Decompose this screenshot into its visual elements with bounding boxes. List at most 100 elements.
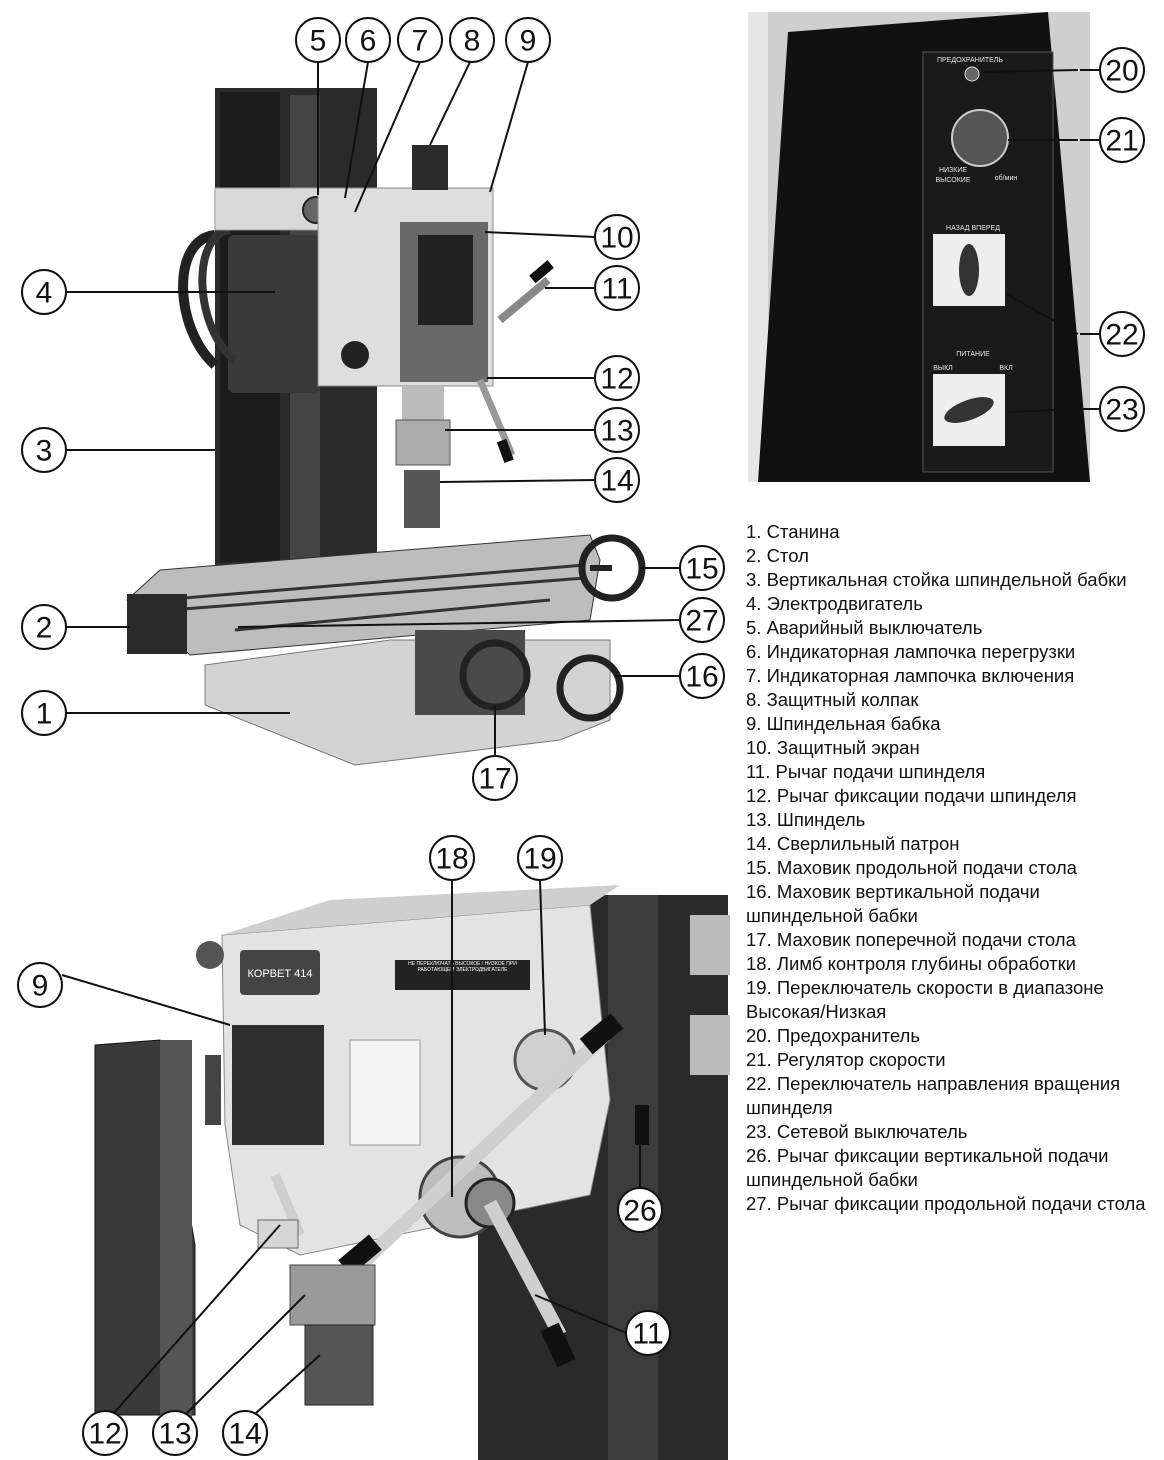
direction-label: НАЗАД ВПЕРЕД [946,225,1000,232]
svg-text:2: 2 [36,612,53,645]
svg-text:18: 18 [435,843,468,876]
speed-low-label: НИЗКИЕ [939,167,967,174]
callout-13-head: 13 [152,1410,198,1456]
legend-item: 3. Вертикальная стойка шпиндельной бабки [746,569,1127,590]
svg-text:14: 14 [228,1418,261,1451]
callout-14-head: 14 [222,1410,268,1456]
power-on-label: ВКЛ [999,365,1013,372]
legend-item: 20. Предохранитель [746,1025,920,1046]
legend-item: 15. Маховик продольной подачи стола [746,857,1077,878]
callout-23: 23 [1099,386,1145,432]
info-plate-shape [232,1025,324,1145]
callout-11: 11 [594,265,640,311]
callout-22: 22 [1099,311,1145,357]
svg-text:9: 9 [520,25,537,58]
machine-photo: 5 6 7 8 9 10 4 11 12 3 13 14 15 2 27 16 … [0,0,740,830]
svg-text:7: 7 [412,25,429,58]
legend-item: 23. Сетевой выключатель [746,1121,968,1142]
legend-item: 1. Станина [746,521,840,542]
callout-2: 2 [21,604,67,650]
svg-text:26: 26 [623,1195,656,1228]
callout-10: 10 [594,214,640,260]
svg-text:21: 21 [1105,125,1138,158]
callout-19: 19 [517,835,563,881]
speed-knob-shape [951,109,1009,167]
motor-shape [228,235,320,393]
callout-11-head: 11 [625,1310,671,1356]
legend-item: 14. Сверлильный патрон [746,833,960,854]
callout-3: 3 [21,427,67,473]
fuse-shape [964,66,980,82]
svg-text:17: 17 [478,763,511,796]
base-shape [204,639,611,766]
legend-item: 27. Рычаг фиксации продольной подачи сто… [746,1193,1146,1214]
svg-text:15: 15 [685,553,718,586]
svg-text:13: 13 [600,415,633,448]
control-panel-photo: ПРЕДОХРАНИТЕЛЬ НИЗКИЕ ВЫСОКИЕ об/мин НАЗ… [748,12,1090,482]
svg-text:3: 3 [36,435,53,468]
legend-item: 19. Переключатель скорости в диапазоне В… [746,977,1104,1022]
svg-text:22: 22 [1105,319,1138,352]
legend-item: 6. Индикаторная лампочка перегрузки [746,641,1076,662]
svg-text:19: 19 [523,843,556,876]
svg-text:20: 20 [1105,55,1138,88]
warning-label: НЕ ПЕРЕКЛЮЧАТЬ ВЫСОКОЕ / НИЗКОЕ ПРИ РАБО… [408,961,517,973]
legend-item: 9. Шпиндельная бабка [746,713,941,734]
legend-item: 11. Рычаг подачи шпинделя [746,761,986,782]
callout-12-head: 12 [82,1410,128,1456]
svg-text:11: 11 [632,1318,663,1351]
legend-item: 12. Рычаг фиксации подачи шпинделя [746,785,1077,806]
callout-5: 5 [295,17,341,63]
svg-text:10: 10 [600,222,633,255]
speed-high-label: ВЫСОКИЕ [936,177,971,184]
callout-9-head: 9 [17,962,63,1008]
speed-unit-label: об/мин [995,174,1018,182]
svg-text:11: 11 [601,273,632,306]
svg-text:12: 12 [600,363,633,396]
svg-text:23: 23 [1105,394,1138,427]
svg-text:4: 4 [36,277,53,310]
legend-item: 16. Маховик вертикальной подачи шпиндель… [746,881,1040,926]
callout-15: 15 [679,545,725,591]
svg-text:5: 5 [310,25,327,58]
callout-4: 4 [21,269,67,315]
legend-item: 17. Маховик поперечной подачи стола [746,929,1076,950]
callout-16: 16 [679,653,725,699]
svg-text:12: 12 [88,1418,121,1451]
callout-12: 12 [594,355,640,401]
svg-text:8: 8 [464,25,481,58]
legend-item: 21. Регулятор скорости [746,1049,946,1070]
callout-18: 18 [429,835,475,881]
callout-8: 8 [449,17,495,63]
svg-text:14: 14 [600,465,633,498]
callout-17: 17 [472,755,518,801]
callout-21: 21 [1099,117,1145,163]
panel-callouts: 20 21 22 23 [1080,47,1145,432]
legend-item: 8. Защитный колпак [746,689,919,710]
svg-text:16: 16 [685,661,718,694]
legend-item: 7. Индикаторная лампочка включения [746,665,1075,686]
legend-item: 10. Защитный экран [746,737,920,758]
callout-20: 20 [1099,47,1145,93]
brand-label: КОРВЕТ 414 [248,968,313,980]
svg-text:6: 6 [360,25,377,58]
legend-item: 18. Лимб контроля глубины обработки [746,953,1077,974]
callout-27: 27 [679,597,725,643]
handwheel-16-shape [556,654,624,722]
callout-26: 26 [617,1187,663,1233]
legend-item: 2. Стол [746,545,809,566]
spindle-head-photo: КОРВЕТ 414 НЕ ПЕРЕКЛЮЧАТЬ ВЫСОКОЕ / НИЗК… [0,825,740,1460]
legend-item: 22. Переключатель направления вращения ш… [746,1073,1121,1118]
power-label: ПИТАНИЕ [956,351,990,358]
callout-7: 7 [397,17,443,63]
power-off-label: ВЫКЛ [933,365,953,372]
callout-13: 13 [594,407,640,453]
legend-item: 13. Шпиндель [746,809,866,830]
legend-item: 5. Аварийный выключатель [746,617,983,638]
svg-text:1: 1 [36,698,53,731]
svg-text:13: 13 [158,1418,191,1451]
callout-9: 9 [505,17,551,63]
fuse-label: ПРЕДОХРАНИТЕЛЬ [937,57,1003,64]
callout-1: 1 [21,690,67,736]
protective-cap-shape [412,145,448,190]
